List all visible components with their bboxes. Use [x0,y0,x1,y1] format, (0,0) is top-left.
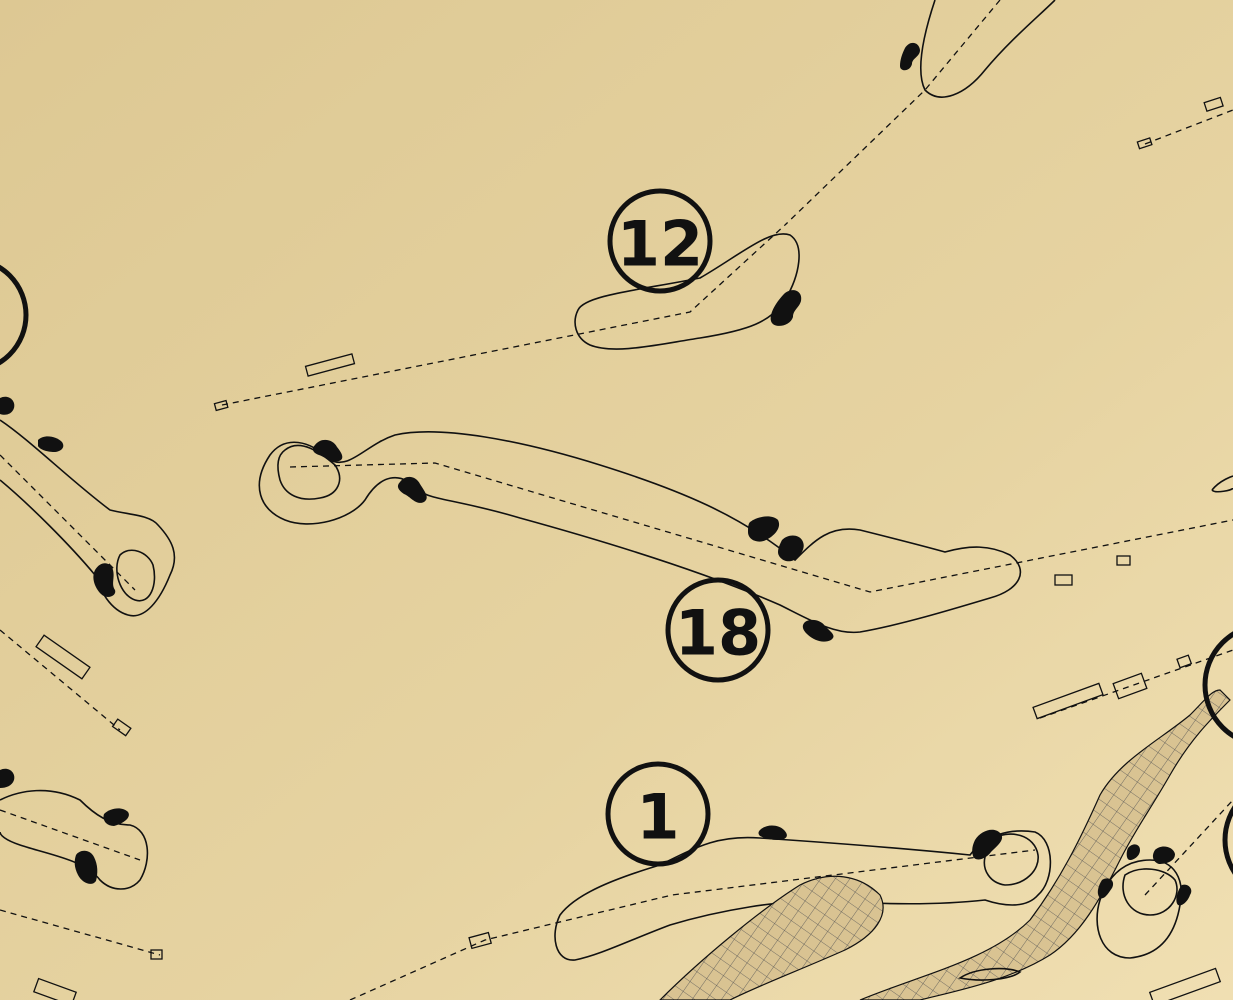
right-side-features [1032,631,1233,1000]
hole-marker-partial-left [0,264,29,366]
left-side-features [0,264,176,1000]
hole-number-18: 18 [665,577,771,683]
fairway-top-right [784,0,1233,226]
hole-marker-partial-right-upper [1202,631,1233,739]
hole-marker-partial-right-lower [1222,805,1233,875]
hole-18: 18 [258,431,1233,683]
svg-text:12: 12 [617,208,703,281]
hole-12: 12 [213,188,802,412]
hole-number-1: 1 [605,761,711,867]
water-hazards [659,689,1231,1000]
svg-text:1: 1 [636,781,679,854]
hole-number-12: 12 [607,188,713,294]
svg-text:18: 18 [675,597,761,670]
hole-1: 1 [349,761,1052,1000]
